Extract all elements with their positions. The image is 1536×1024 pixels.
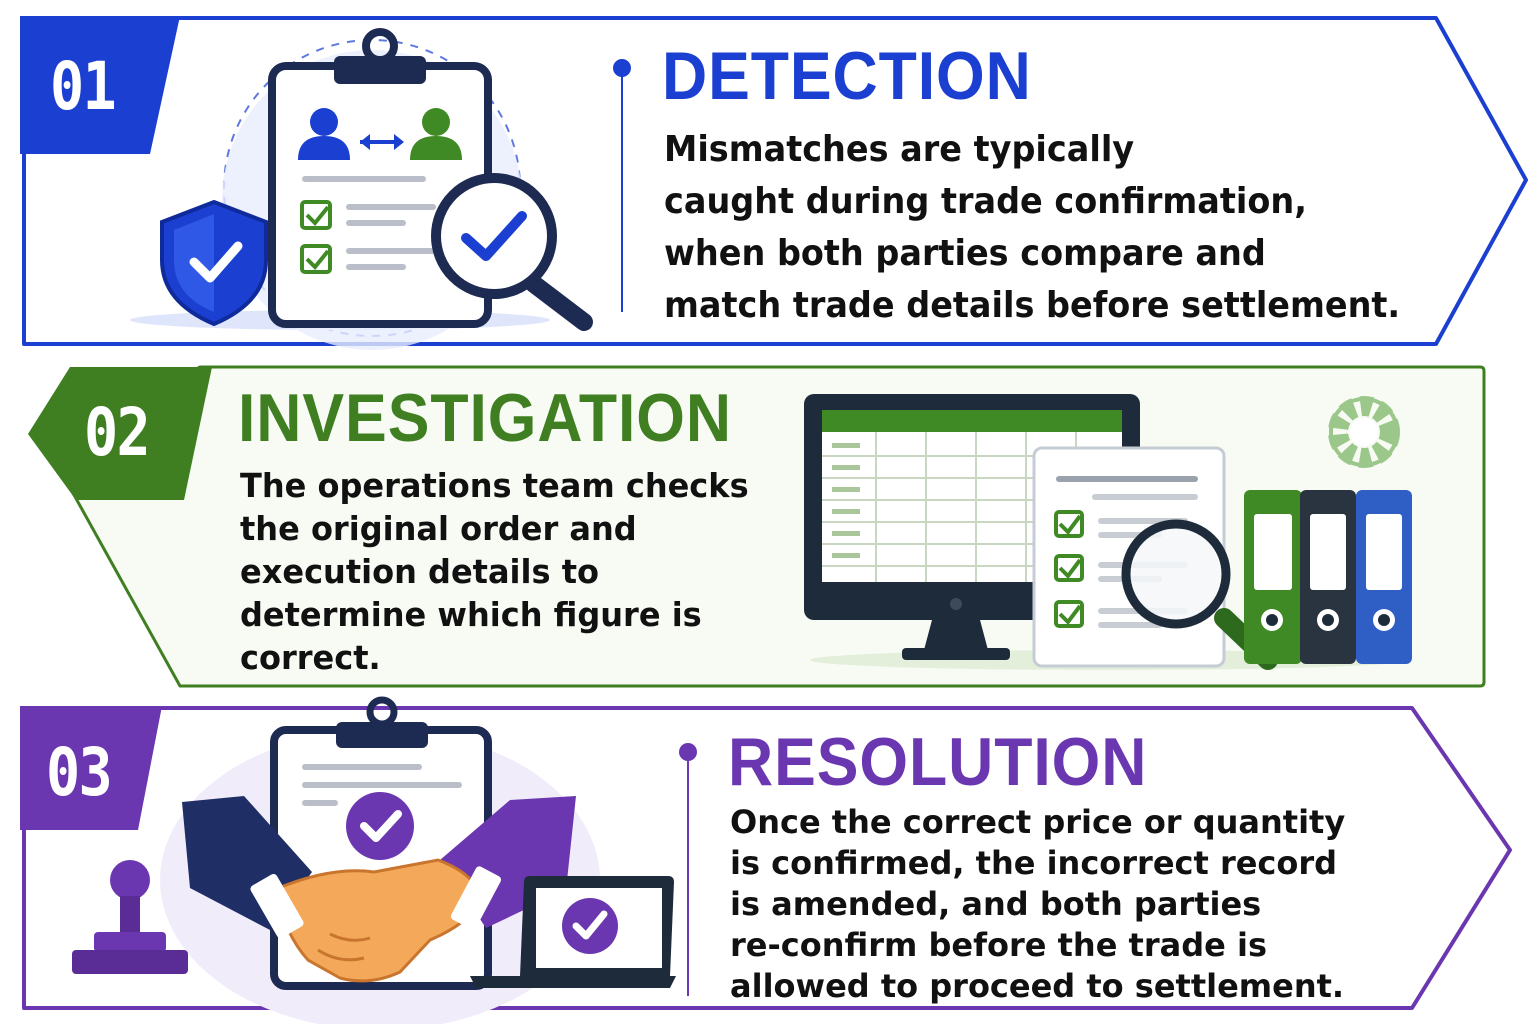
investigation-step-number: 02	[84, 394, 151, 471]
investigation-line: the original order and	[240, 509, 637, 548]
investigation-line: determine which figure is	[240, 595, 702, 634]
detection-description: Mismatches are typically caught during t…	[664, 124, 1400, 332]
two-people-exchange-icon	[298, 108, 462, 160]
resolution-step-number: 03	[46, 734, 113, 811]
detection-line: when both parties compare and	[664, 233, 1266, 274]
resolution-line: is amended, and both parties	[730, 885, 1262, 923]
detection-divider	[613, 59, 631, 312]
binders-icon	[1244, 490, 1412, 664]
resolution-line: Once the correct price or quantity	[730, 803, 1346, 841]
investigation-description: The operations team checks the original …	[240, 464, 749, 679]
stamp-icon	[72, 860, 188, 974]
resolution-description: Once the correct price or quantity is co…	[730, 802, 1345, 1007]
detection-line: match trade details before settlement.	[664, 285, 1401, 326]
investigation-number-tab	[28, 367, 212, 500]
laptop-check-icon	[470, 876, 676, 988]
detection-number-tab	[20, 16, 180, 154]
magnifier-check-icon	[431, 173, 593, 331]
shield-check-icon	[160, 199, 268, 327]
resolution-title: RESOLUTION	[728, 724, 1148, 800]
detection-line: caught during trade confirmation,	[664, 181, 1307, 222]
handshake-icon	[182, 796, 576, 983]
investigation-line: The operations team checks	[240, 466, 749, 505]
checklist-icon	[300, 176, 436, 274]
investigation-line: correct.	[240, 638, 381, 677]
investigation-line: execution details to	[240, 552, 599, 591]
detection-step-number: 01	[50, 48, 117, 125]
resolution-line: is confirmed, the incorrect record	[730, 844, 1338, 882]
detection-title: DETECTION	[662, 38, 1032, 114]
resolution-divider	[679, 743, 697, 996]
investigation-title: INVESTIGATION	[238, 380, 732, 456]
gear-icon	[1328, 396, 1400, 468]
resolution-line: re-confirm before the trade is	[730, 926, 1267, 964]
resolution-number-tab	[20, 706, 162, 830]
resolution-line: allowed to proceed to settlement.	[730, 967, 1345, 1005]
detection-line: Mismatches are typically	[664, 129, 1135, 170]
